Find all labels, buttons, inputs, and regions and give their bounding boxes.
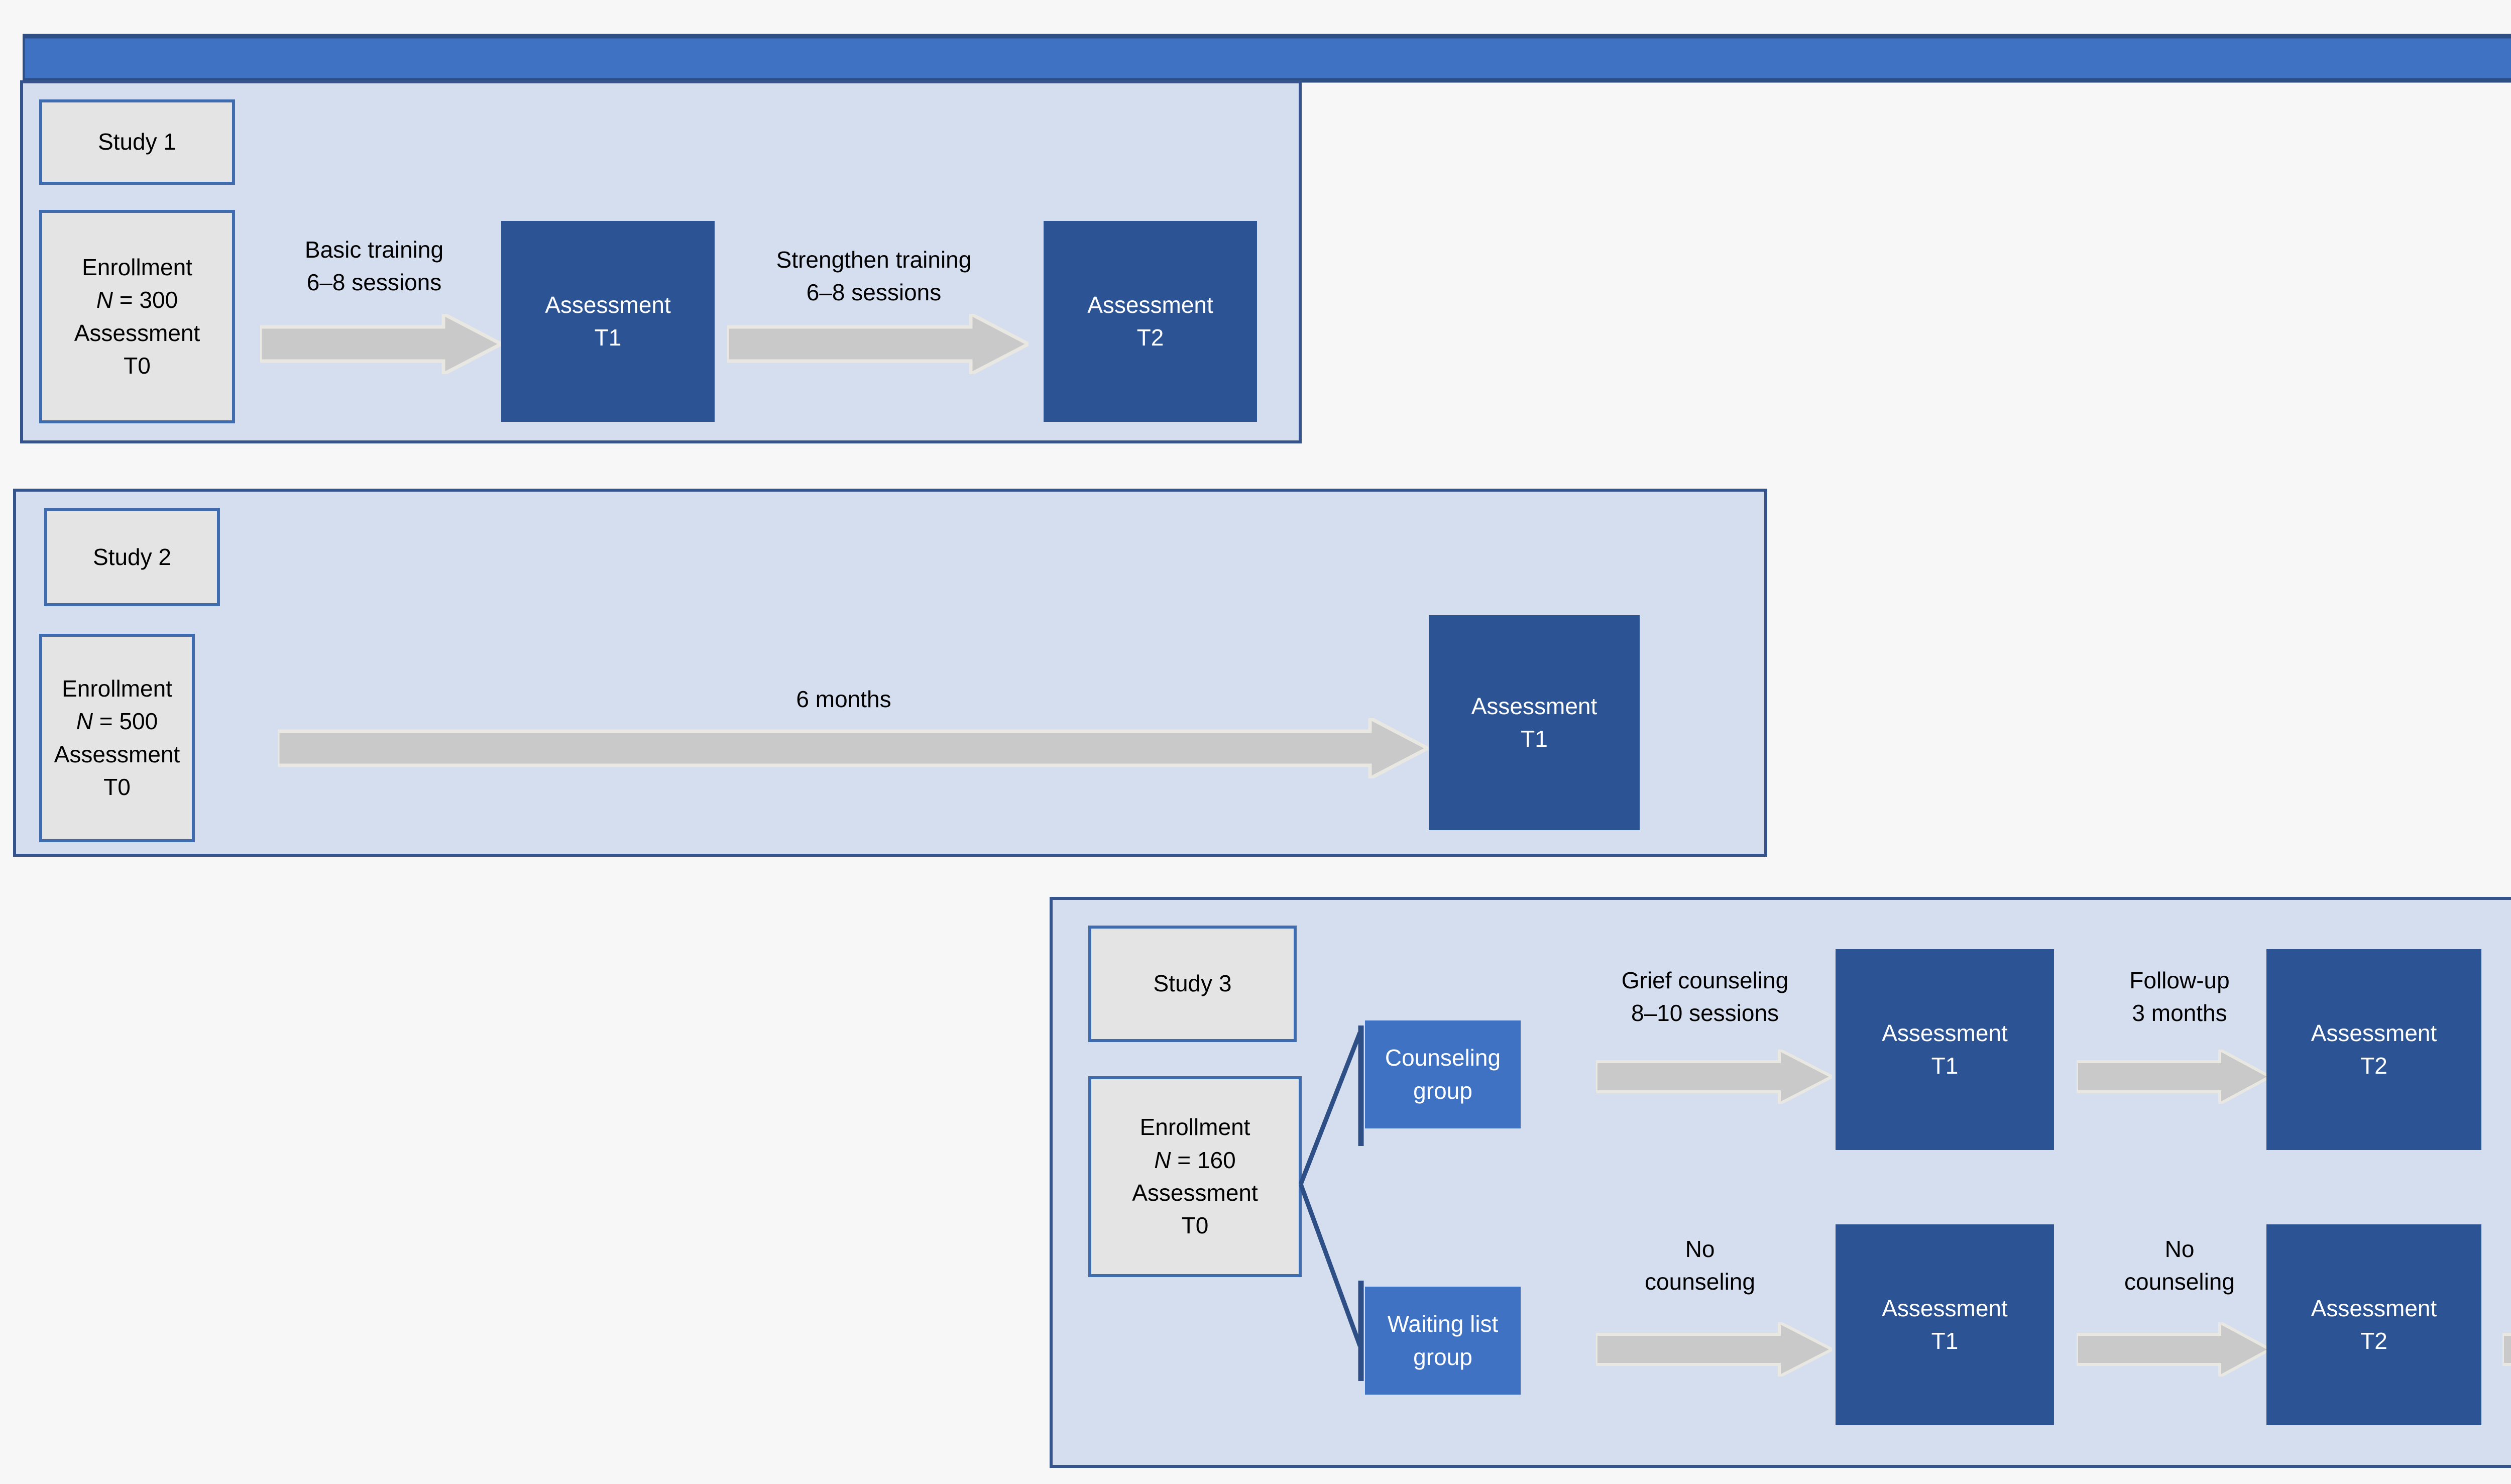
study-1-step-2-arrow-icon (727, 314, 1029, 374)
study-2-enrollment-box: Enrollment N = 500 Assessment T0 (39, 634, 195, 842)
assessment-title: Assessment (545, 291, 671, 318)
assessment-timepoint: T2 (2360, 1053, 2387, 1079)
assessment-timepoint: T1 (1521, 726, 1548, 752)
study-2-assessment-t1-box: Assessment T1 (1429, 615, 1640, 830)
arrow-label-line-2: 8–10 sessions (1631, 1000, 1779, 1026)
assessment-title: Assessment (1087, 291, 1213, 318)
study-3-label-box: Study 3 (1088, 926, 1297, 1042)
study-2-label-box: Study 2 (44, 508, 220, 606)
study-3-enrollment-box: Enrollment N = 160 Assessment T0 (1088, 1076, 1302, 1277)
study-3-counseling-group-box: Counseling group (1365, 1020, 1521, 1128)
group-label-line-1: Counseling (1385, 1045, 1501, 1071)
assessment-timepoint: T2 (2360, 1328, 2387, 1354)
assessment-timepoint: T1 (1931, 1053, 1959, 1079)
assessment-timepoint: T1 (1931, 1328, 1959, 1354)
sample-size-symbol: N (1154, 1147, 1171, 1173)
enrollment-line-4: T0 (1181, 1212, 1209, 1239)
study-3-waiting-assessment-t1-box: Assessment T1 (1836, 1224, 2054, 1425)
study-2-label: Study 2 (93, 543, 171, 570)
sample-size-value: = 300 (113, 287, 178, 313)
study-3-waiting-list-group-box: Waiting list group (1365, 1287, 1521, 1395)
study-3-counseling-assessment-t2-box: Assessment T2 (2266, 949, 2481, 1150)
arrow-label-line-2: counseling (1645, 1269, 1755, 1295)
study-1-assessment-t1-box: Assessment T1 (501, 221, 715, 422)
study-1-step-1-label: Basic training 6–8 sessions (266, 234, 482, 299)
arrow-label-line-1: 6 months (796, 686, 891, 712)
study-2-step-1-label: 6 months (693, 683, 994, 716)
enrollment-line-3: Assessment (54, 741, 180, 767)
assessment-title: Assessment (2311, 1295, 2437, 1321)
study-3-counseling-step-2-arrow-icon (2077, 1050, 2270, 1104)
study-3-counseling-step-1-label: Grief counseling 8–10 sessions (1579, 964, 1831, 1030)
assessment-timepoint: T2 (1136, 324, 1164, 351)
study-1-enrollment-box: Enrollment N = 300 Assessment T0 (39, 210, 235, 423)
arrow-label-line-1: Grief counseling (1621, 967, 1789, 993)
enrollment-line-3: Assessment (74, 319, 200, 346)
group-label-line-1: Waiting list (1387, 1311, 1499, 1337)
study-1-step-1-arrow-icon (260, 314, 501, 374)
arrow-label-line-1: Strengthen training (776, 247, 972, 273)
study-2-step-1-arrow-icon (278, 718, 1428, 778)
enrollment-line-3: Assessment (1132, 1180, 1258, 1206)
sample-size-symbol: N (96, 287, 113, 313)
study-3-waiting-step-2-label: No counseling (2079, 1233, 2280, 1299)
enrollment-line-1: Enrollment (82, 254, 192, 280)
enrollment-line-4: T0 (124, 352, 151, 379)
enrollment-line-1: Enrollment (1139, 1114, 1250, 1140)
arrow-label-line-2: 3 months (2132, 1000, 2227, 1026)
arrow-label-line-2: counseling (2124, 1269, 2235, 1295)
enrollment-line-1: Enrollment (62, 675, 172, 702)
assessment-title: Assessment (1882, 1019, 2008, 1046)
arrow-label-line-1: No (1685, 1236, 1715, 1262)
study-1-label-box: Study 1 (39, 99, 235, 185)
study-3-waiting-step-2-arrow-icon (2077, 1322, 2270, 1377)
arrow-label-line-1: Follow-up (2129, 967, 2230, 993)
assessment-title: Assessment (1471, 693, 1597, 719)
assessment-title: Assessment (1882, 1295, 2008, 1321)
enrollment-line-2: N = 160 (1091, 1144, 1299, 1177)
enrollment-line-2: N = 500 (42, 705, 192, 738)
enrollment-line-2: N = 300 (42, 284, 232, 316)
sample-size-value: = 500 (93, 708, 158, 735)
study-3-waiting-assessment-t2-box: Assessment T2 (2266, 1224, 2481, 1425)
study-3-label: Study 3 (1153, 970, 1232, 997)
study-3-counseling-step-1-arrow-icon (1596, 1050, 1832, 1104)
arrow-label-line-2: 6–8 sessions (306, 269, 442, 296)
study-3-waiting-step-3-arrow-icon (2502, 1322, 2511, 1377)
study-3-counseling-step-2-label: Follow-up 3 months (2079, 964, 2280, 1030)
study-3-waiting-step-1-arrow-icon (1596, 1322, 1832, 1377)
sample-size-symbol: N (76, 708, 93, 735)
study-1-label: Study 1 (98, 129, 176, 155)
study-1-step-2-label: Strengthen training 6–8 sessions (731, 244, 1017, 309)
assessment-title: Assessment (2311, 1019, 2437, 1046)
sample-size-value: = 160 (1171, 1147, 1236, 1173)
study-3-waiting-step-1-label: No counseling (1587, 1233, 1813, 1299)
arrow-label-line-2: 6–8 sessions (806, 279, 942, 306)
arrow-label-line-1: No (2164, 1236, 2195, 1262)
enrollment-line-4: T0 (103, 773, 131, 800)
assessment-timepoint: T1 (594, 324, 622, 351)
group-label-line-2: group (1413, 1343, 1472, 1370)
group-label-line-2: group (1413, 1077, 1472, 1104)
study-3-counseling-assessment-t1-box: Assessment T1 (1836, 949, 2054, 1150)
study-3-branch-connector (1296, 999, 1441, 1381)
study-1-assessment-t2-box: Assessment T2 (1044, 221, 1257, 422)
arrow-label-line-1: Basic training (304, 237, 444, 263)
